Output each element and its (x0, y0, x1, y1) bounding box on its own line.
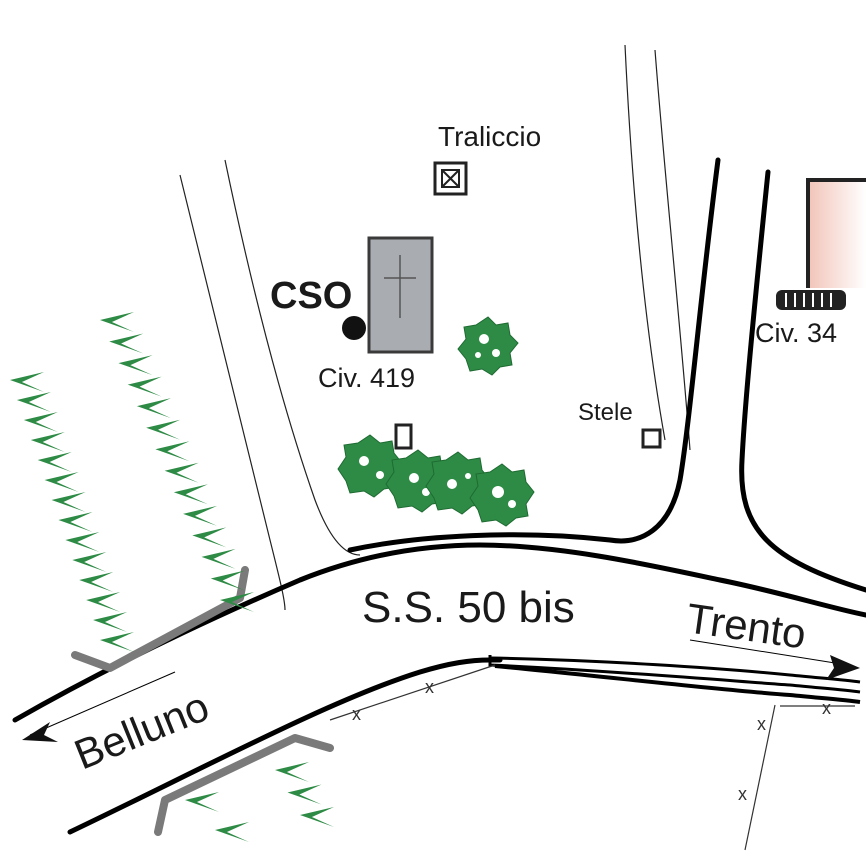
hedge-tooth (127, 376, 162, 397)
small-marker (394, 423, 413, 450)
church-icon (367, 236, 434, 354)
civ419-label: Civ. 419 (318, 363, 415, 393)
tree (457, 316, 519, 376)
hedge-tooth (93, 612, 128, 632)
cso-label: CSO (270, 275, 352, 317)
stele-label: Stele (578, 399, 633, 426)
hedge-tooth (16, 392, 51, 412)
bridges (71, 566, 334, 836)
civ34-label: Civ. 34 (755, 318, 837, 348)
hedge-tooth (136, 398, 171, 419)
belluno-label: Belluno (68, 682, 216, 778)
hedge-tooth (183, 505, 218, 526)
hedge-tooth (44, 472, 79, 492)
hedge-tooth (220, 592, 254, 612)
hedge-tooth (30, 432, 65, 452)
hedge-tooth (10, 372, 44, 392)
hedge-tooth (201, 548, 236, 569)
hedge-tooth (146, 419, 181, 440)
hedge-tooth (192, 527, 227, 548)
traliccio-label: Traliccio (438, 121, 541, 152)
hedge-tooth (215, 822, 249, 842)
hedge-tooth (51, 492, 86, 512)
svg-text:x: x (822, 698, 831, 718)
hedge-tooth (300, 807, 334, 827)
hedge-tooth (72, 552, 107, 572)
arrow-left-icon (22, 722, 58, 742)
hedge-tooth (100, 312, 134, 332)
svg-text:x: x (352, 704, 361, 724)
hedge-tooth (173, 484, 208, 505)
house-icon (776, 178, 866, 310)
tree (469, 463, 535, 527)
hedges (10, 312, 334, 842)
fence-lines: x x x x x (329, 664, 855, 851)
hedge-tooth (118, 355, 153, 376)
side-roads (347, 157, 866, 593)
trento-label: Trento (684, 594, 809, 657)
hedge-tooth (58, 512, 93, 532)
hedge-tooth (275, 762, 309, 782)
svg-text:x: x (425, 677, 434, 697)
pylon-icon (433, 161, 468, 196)
station-dot-icon (342, 316, 366, 340)
hedge-tooth (287, 784, 322, 805)
trees (337, 316, 535, 527)
hedge-tooth (100, 632, 134, 652)
hedge-tooth (23, 412, 58, 432)
tree (337, 434, 403, 498)
highway (12, 542, 866, 835)
hedge-tooth (86, 592, 121, 612)
hedge-tooth (155, 441, 190, 462)
svg-text:x: x (757, 714, 766, 734)
hedge-tooth (109, 333, 144, 354)
svg-text:x: x (738, 784, 747, 804)
stele-marker (641, 428, 662, 449)
road-name-label: S.S. 50 bis (362, 583, 575, 632)
hedge-tooth (65, 532, 100, 552)
hedge-tooth (37, 452, 72, 472)
hedge-tooth (79, 572, 114, 592)
hedge-tooth (185, 792, 219, 812)
hedge-tooth (164, 462, 199, 483)
hedge-tooth (210, 570, 245, 591)
trails (179, 44, 691, 611)
arrow-right-icon (826, 655, 860, 680)
